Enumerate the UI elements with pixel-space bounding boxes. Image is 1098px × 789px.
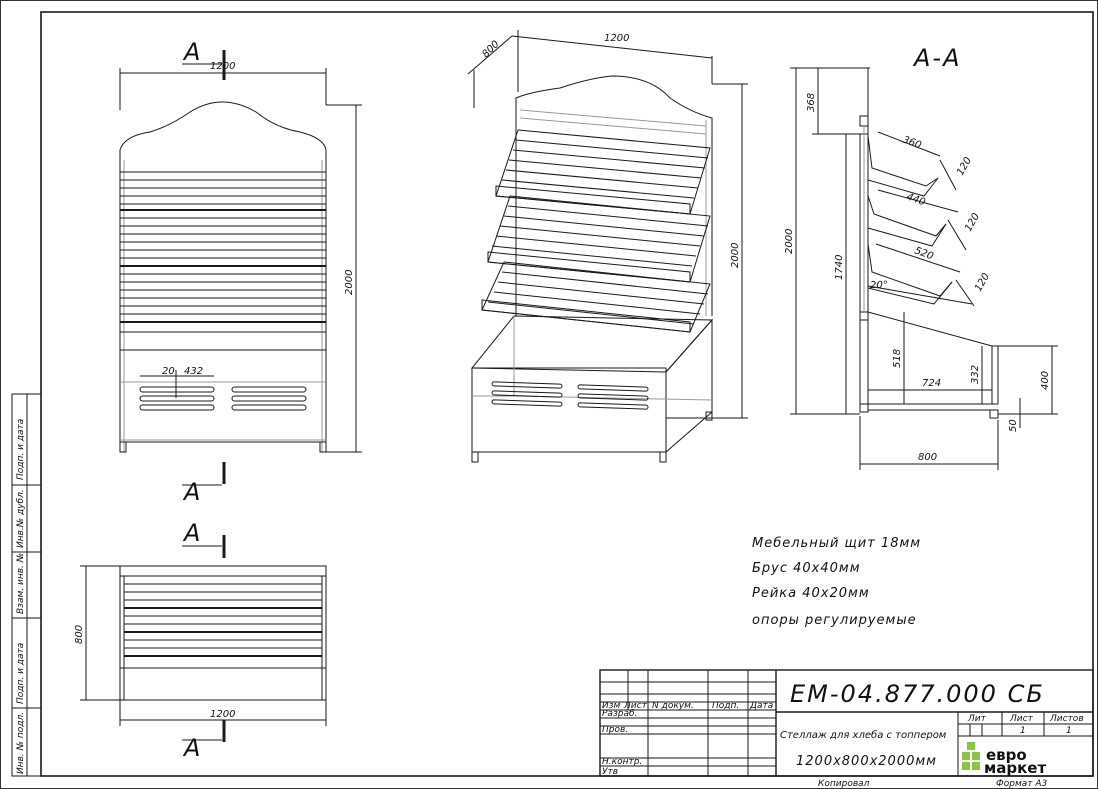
tb-col-list: Лист — [623, 701, 648, 711]
shelf-gap-1-dim: 120 — [955, 155, 974, 177]
sec-top-dim: 368 — [806, 93, 817, 112]
stamp-podp-data-1: Подп. и дата — [16, 643, 26, 704]
shelf-2-depth-dim: 440 — [905, 191, 927, 208]
tb-format: Формат А3 — [996, 779, 1048, 789]
title-block — [599, 669, 1094, 777]
tb-row-nkontr: Н.контр. — [602, 757, 642, 767]
tb-name-line2: 1200х800х2000мм — [796, 754, 937, 769]
shelf-gap-3-dim: 120 — [973, 271, 992, 293]
plan-width-dim: 1200 — [210, 709, 235, 720]
euromarket-logo-icon — [962, 742, 980, 770]
tb-row-utv: Утв — [602, 767, 618, 777]
isometric-view — [467, 30, 748, 463]
tb-name-line1: Стеллаж для хлеба с топпером — [780, 729, 947, 741]
tb-sheets-value: 1 — [1066, 726, 1072, 736]
front-height-dim: 2000 — [344, 270, 355, 295]
tb-sheets: Листов — [1049, 714, 1084, 724]
tb-col-izm: Изм — [602, 701, 621, 711]
tb-row-razrab: Разраб. — [602, 709, 637, 719]
logo-text-line2: маркет — [984, 759, 1046, 777]
inner-frame — [40, 11, 1094, 777]
front-view — [119, 50, 362, 486]
tb-col-data: Дата — [749, 701, 773, 711]
plan-depth-dim: 800 — [74, 625, 85, 644]
note-1: Мебельный щит 18мм — [752, 536, 921, 551]
stamp-podp-data-2: Подп. и дата — [16, 419, 26, 480]
front-width-dim: 1200 — [210, 61, 235, 72]
section-title: А-А — [912, 44, 962, 72]
tb-row-prov: Пров. — [602, 725, 628, 735]
shelf-1-depth-dim: 360 — [901, 134, 923, 151]
stamp-inv-dubl: Инв.№ дубл. — [16, 489, 26, 548]
section-view — [790, 67, 1058, 470]
section-mark-bottom-front: A — [182, 478, 202, 506]
logo-text-line1: евро — [986, 746, 1027, 764]
section-mark-top-front: A — [182, 38, 202, 66]
tb-copied: Копировал — [818, 779, 870, 789]
iso-width-dim: 1200 — [604, 33, 629, 44]
iso-depth-dim: 800 — [480, 39, 501, 60]
section-width-dim: 800 — [918, 452, 937, 463]
slot-length-dim: 432 — [184, 366, 203, 377]
tb-sheet-value: 1 — [1020, 726, 1026, 736]
note-4: опоры регулируемые — [752, 613, 917, 628]
sec-total-dim: 2000 — [784, 229, 795, 254]
tb-designation: ЕМ-04.877.000 СБ — [790, 680, 1045, 708]
tb-lit: Лит — [967, 714, 987, 724]
lower-332-dim: 332 — [970, 365, 981, 384]
tb-col-ndoc: N докум. — [652, 701, 694, 711]
lower-518-dim: 518 — [892, 349, 903, 368]
iso-height-dim: 2000 — [730, 243, 741, 268]
sec-1740-dim: 1740 — [834, 255, 845, 280]
slot-gap-dim: 20 — [162, 366, 175, 377]
lower-400-dim: 400 — [1040, 371, 1051, 390]
note-3: Рейка 40х20мм — [752, 586, 870, 601]
stamp-vzam-inv: Взам. инв. № — [16, 553, 26, 614]
plan-view — [80, 535, 327, 742]
section-mark-top-plan: A — [182, 519, 202, 547]
lower-724-dim: 724 — [922, 378, 941, 389]
side-stamp — [11, 393, 42, 777]
tb-col-podp: Подп. — [712, 701, 739, 711]
section-mark-bottom-plan: A — [182, 734, 202, 762]
note-2: Брус 40х40мм — [752, 561, 861, 576]
tb-sheet: Лист — [1009, 714, 1034, 724]
feet-50-dim: 50 — [1008, 419, 1019, 432]
shelf-gap-2-dim: 120 — [963, 211, 982, 233]
shelf-angle-dim: 20° — [870, 280, 888, 291]
stamp-inv-podl: Инв. № подл. — [16, 712, 26, 774]
